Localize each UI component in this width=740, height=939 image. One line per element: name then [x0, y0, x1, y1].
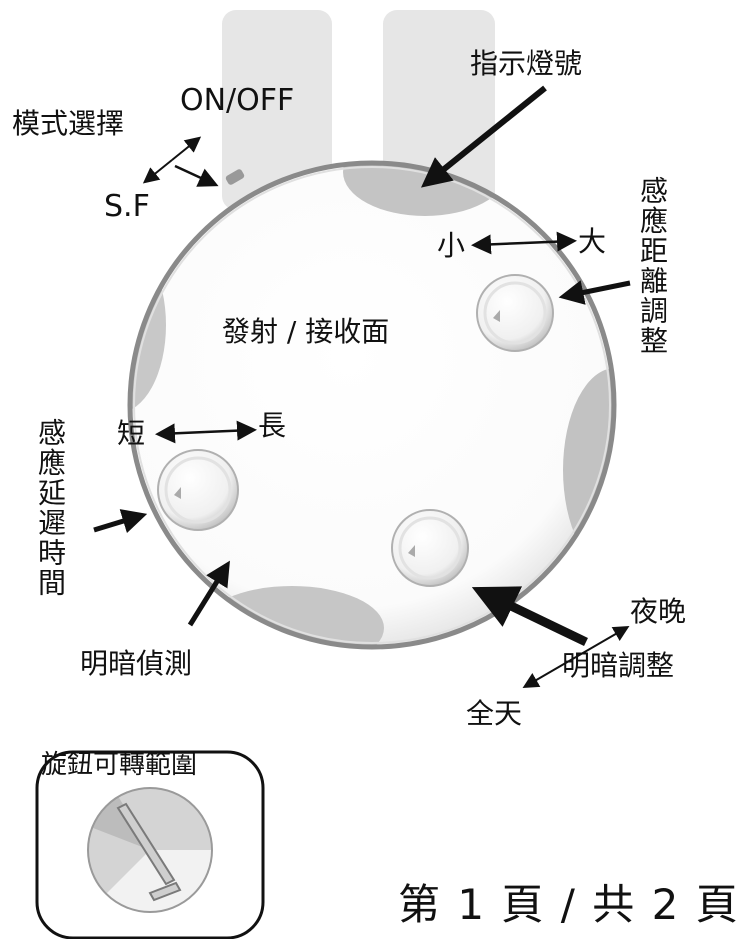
- left-rim-shade: [130, 237, 166, 413]
- small-label: 小: [437, 229, 466, 262]
- light-detect-label: 明暗偵測: [80, 647, 193, 680]
- short-long-arrow-a: [155, 423, 206, 444]
- callout-arrows: [93, 85, 631, 689]
- sensing-distance-label: 感應距離調整: [636, 176, 669, 356]
- knob-range-label: 旋鈕可轉範圍: [41, 750, 198, 780]
- distance-knob: [476, 274, 554, 352]
- short-long-arrow-b: [204, 420, 257, 441]
- indicator-arrow: [420, 85, 547, 188]
- onoff-sf-arrow-a: [142, 159, 173, 184]
- small-large-arrow-b: [523, 231, 577, 252]
- night-allday-arrow-a: [575, 625, 630, 658]
- onoff-sf-arrow-b: [171, 136, 202, 161]
- mode-switch: [225, 169, 245, 185]
- delay-time-label: 感應延遲時間: [34, 418, 67, 598]
- on-off-label: ON/OFF: [180, 83, 295, 118]
- distance-arrow: [558, 280, 631, 305]
- sensor-diagram: [35, 10, 631, 939]
- night-label: 夜晚: [630, 595, 687, 628]
- small-large-arrow-a: [471, 234, 525, 255]
- all-day-label: 全天: [466, 697, 523, 730]
- light-adjust-label: 明暗調整: [562, 649, 675, 682]
- large-label: 大: [578, 225, 607, 258]
- top-tabs: [222, 10, 495, 210]
- delay-arrow: [93, 509, 148, 534]
- short-label: 短: [117, 417, 146, 450]
- light-knob: [391, 509, 469, 587]
- page-indicator: 第 1 頁 / 共 2 頁: [398, 880, 740, 929]
- long-label: 長: [258, 409, 287, 442]
- sf-label: S.F: [104, 189, 150, 224]
- right-tab: [383, 10, 495, 210]
- light-detect-arrow: [187, 560, 230, 627]
- knob-range-screwdriver: [116, 802, 182, 902]
- left-tab: [222, 10, 332, 210]
- delay-knob: [157, 449, 239, 531]
- emit-receive-label: 發射 / 接收面: [222, 315, 390, 348]
- light-adjust-arrow: [471, 586, 588, 647]
- indicator-label: 指示燈號: [470, 47, 583, 80]
- night-allday-arrow-b: [522, 656, 577, 689]
- switch-arrow: [174, 164, 219, 187]
- mode-select-label: 模式選擇: [12, 107, 125, 140]
